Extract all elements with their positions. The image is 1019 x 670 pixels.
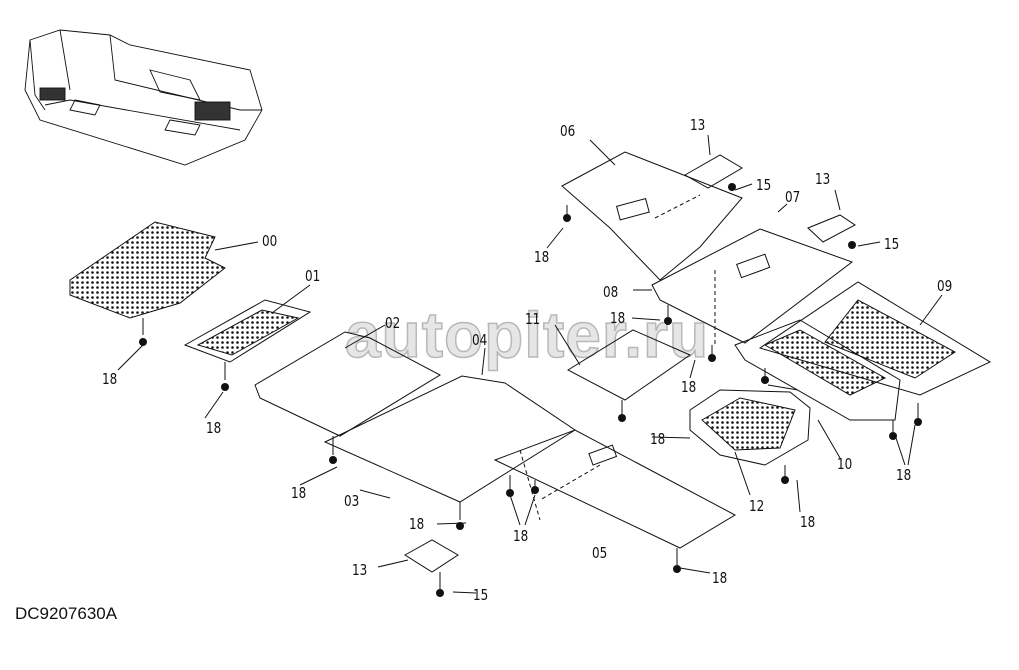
callout-18: 18 (291, 484, 307, 502)
diagram-code: DC9207630A (15, 604, 118, 623)
panel-10 (734, 319, 901, 421)
callout-18: 18 (681, 378, 697, 396)
callout-11: 11 (525, 310, 541, 328)
panel-11 (566, 329, 692, 401)
panel-12 (689, 389, 811, 466)
panel-00 (69, 221, 226, 319)
callout-15: 15 (473, 586, 489, 604)
callout-07: 07 (785, 188, 801, 206)
callout-08: 08 (603, 283, 619, 301)
excavator-cab-thumbnail (24, 29, 263, 166)
callout-18: 18 (206, 419, 222, 437)
callout-05: 05 (592, 544, 608, 562)
panel-05 (493, 429, 737, 549)
callout-18: 18 (513, 527, 529, 545)
callout-02: 02 (385, 314, 401, 332)
callout-18: 18 (409, 515, 425, 533)
panel-02 (254, 331, 442, 437)
callout-10: 10 (837, 455, 853, 473)
panel-03 (323, 375, 576, 503)
callout-18: 18 (800, 513, 816, 531)
panel-07 (651, 228, 854, 344)
callout-18: 18 (712, 569, 728, 587)
callout-00: 00 (262, 232, 278, 250)
callout-18: 18 (610, 309, 626, 327)
callout-01: 01 (305, 267, 321, 285)
callout-13: 13 (815, 170, 831, 188)
callout-04: 04 (472, 331, 488, 349)
bracket-13-right (807, 214, 856, 243)
callout-06: 06 (560, 122, 576, 140)
callout-09: 09 (937, 277, 953, 295)
callout-18: 18 (896, 466, 912, 484)
callout-03: 03 (344, 492, 360, 510)
callout-13: 13 (352, 561, 368, 579)
callout-13: 13 (690, 116, 706, 134)
callout-15: 15 (884, 235, 900, 253)
bracket-13-bottom (404, 539, 459, 573)
bracket-13-top (683, 154, 743, 189)
watermark: autopiter.ru (344, 298, 710, 372)
panel-06 (561, 151, 743, 281)
callout-18: 18 (102, 370, 118, 388)
callout-15: 15 (756, 176, 772, 194)
callout-18: 18 (534, 248, 550, 266)
callout-18: 18 (650, 430, 666, 448)
callout-12: 12 (749, 497, 765, 515)
